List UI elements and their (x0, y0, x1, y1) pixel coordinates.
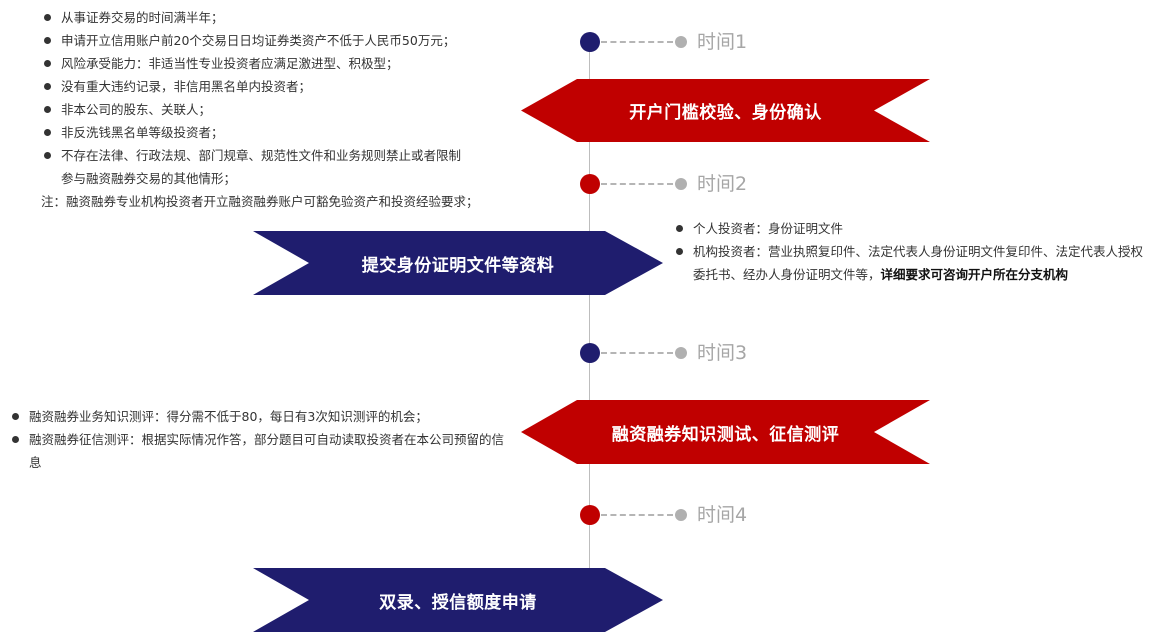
step-banner-2: 提交身份证明文件等资料 (253, 231, 663, 295)
step-banner-4-title: 双录、授信额度申请 (379, 592, 537, 613)
step-banner-4: 双录、授信额度申请 (253, 568, 663, 632)
timeline-dot-2 (675, 178, 687, 190)
timeline-dot-3 (675, 347, 687, 359)
step-banner-3: 融资融券知识测试、征信测评 (521, 400, 930, 464)
timeline-connector-4 (601, 514, 673, 516)
list-item: 风险承受能力：非适当性专业投资者应满足激进型、积极型； (43, 52, 568, 75)
timeline-connector-3 (601, 352, 673, 354)
bullet-icon (44, 106, 51, 113)
step2-documents-list: 个人投资者：身份证明文件 机构投资者：营业执照复印件、法定代表人身份证明文件复印… (675, 217, 1147, 286)
step-banner-1-title: 开户门槛校验、身份确认 (629, 103, 822, 123)
timeline-label-1: 时间1 (697, 31, 748, 53)
timeline-label-2: 时间2 (697, 173, 748, 195)
step-banner-3-shape (521, 400, 930, 464)
timeline-connector-2 (601, 183, 673, 185)
step1-requirements-list: 从事证券交易的时间满半年； 申请开立信用账户前20个交易日日均证券类资产不低于人… (41, 6, 568, 213)
step-banner-1: 开户门槛校验、身份确认 (521, 79, 930, 142)
bullet-icon (44, 129, 51, 136)
list-item: 不存在法律、行政法规、部门规章、规范性文件和业务规则禁止或者限制参与融资融券交易… (43, 144, 568, 190)
timeline-dot-4 (675, 509, 687, 521)
step3-assessment-list: 融资融券业务知识测评：得分需不低于80，每日有3次知识测评的机会； 融资融券征信… (11, 405, 506, 474)
timeline-dot-1 (675, 36, 687, 48)
list-item: 非本公司的股东、关联人； (43, 98, 568, 121)
list-item: 机构投资者：营业执照复印件、法定代表人身份证明文件复印件、法定代表人授权委托书、… (675, 240, 1147, 286)
step-banner-2-shape (253, 231, 663, 295)
list-item: 申请开立信用账户前20个交易日日均证券类资产不低于人民币50万元； (43, 29, 568, 52)
bullet-icon (676, 225, 683, 232)
timeline-label-4: 时间4 (697, 504, 748, 526)
step-banner-1-shape (521, 79, 930, 142)
step-banner-2-title: 提交身份证明文件等资料 (361, 255, 555, 276)
list-item: 个人投资者：身份证明文件 (675, 217, 1147, 240)
step1-note: 注：融资融券专业机构投资者开立融资融券账户可豁免验资产和投资经验要求； (41, 194, 479, 209)
bullet-icon (12, 436, 19, 443)
timeline-axis (589, 40, 590, 600)
step-banner-4-shape (253, 568, 663, 632)
timeline-node-1 (580, 32, 600, 52)
timeline-node-3 (580, 343, 600, 363)
list-item: 非反洗钱黑名单等级投资者； (43, 121, 568, 144)
timeline-connector-1 (601, 41, 673, 43)
bullet-icon (44, 37, 51, 44)
timeline-node-2 (580, 174, 600, 194)
bullet-icon (44, 60, 51, 67)
bullet-icon (676, 248, 683, 255)
timeline-node-4 (580, 505, 600, 525)
bullet-icon (44, 152, 51, 159)
consult-branch-hint: 详细要求可咨询开户所在分支机构 (880, 267, 1069, 282)
list-item: 融资融券征信测评：根据实际情况作答，部分题目可自动读取投资者在本公司预留的信息 (11, 428, 506, 474)
step-banner-3-title: 融资融券知识测试、征信测评 (611, 424, 840, 445)
bullet-icon (12, 413, 19, 420)
timeline-label-3: 时间3 (697, 342, 748, 364)
list-item: 从事证券交易的时间满半年； (43, 6, 568, 29)
bullet-icon (44, 14, 51, 21)
list-item: 没有重大违约记录，非信用黑名单内投资者； (43, 75, 568, 98)
list-item: 融资融券业务知识测评：得分需不低于80，每日有3次知识测评的机会； (11, 405, 506, 428)
bullet-icon (44, 83, 51, 90)
